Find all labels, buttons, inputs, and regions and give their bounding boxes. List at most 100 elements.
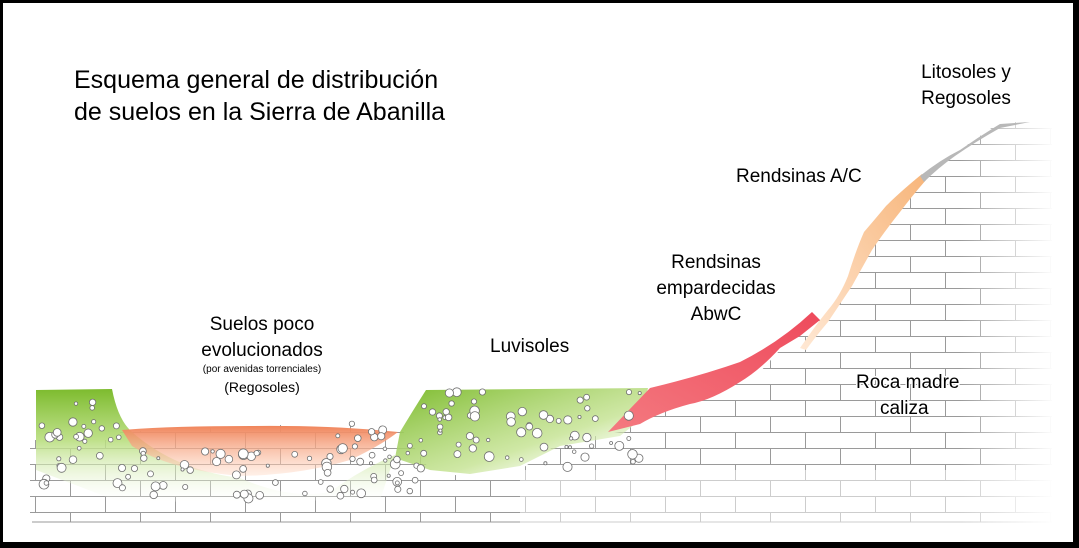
pebble [539, 442, 549, 452]
pebble [455, 441, 462, 448]
pebble [577, 414, 582, 419]
pebble [73, 433, 79, 440]
diagram-title: Esquema general de distribución de suelo… [74, 66, 445, 126]
label-litosoles-line-1: Litosoles y [921, 62, 1011, 83]
pebble [418, 438, 423, 443]
pebble [437, 417, 442, 422]
pebble [107, 437, 114, 443]
pebble [326, 485, 334, 493]
pebble [469, 411, 480, 422]
pebble [582, 432, 592, 443]
pebble [368, 461, 373, 466]
pebble [421, 403, 427, 410]
pebble [265, 463, 270, 468]
pebble [478, 388, 486, 396]
pebble [306, 455, 313, 461]
pebble [609, 441, 613, 445]
pebble [543, 461, 548, 466]
pebble [370, 476, 378, 484]
pebble [68, 455, 78, 464]
label-suelos-note: (por avenidas torrenciales) [203, 364, 321, 375]
pebble [506, 417, 516, 427]
label-rendsinas-ac: Rendsinas A/C [736, 166, 862, 187]
pebble [158, 481, 168, 490]
red-soil-rendsinas-empardecidas [608, 312, 820, 432]
pebble [201, 447, 210, 456]
pebble [394, 480, 400, 486]
pebble [91, 419, 97, 425]
pebble [83, 428, 93, 438]
label-luvisoles: Luvisoles [490, 336, 569, 357]
pebble [356, 488, 367, 499]
pebble [630, 459, 636, 465]
pebble [583, 393, 590, 401]
pebble [98, 425, 105, 432]
pebble [350, 489, 356, 495]
pebble [564, 444, 569, 449]
pebble [68, 417, 78, 427]
pebble [627, 449, 638, 460]
pebble [76, 445, 82, 451]
pebble [468, 444, 477, 453]
peach-soil-rendsinas-ac [800, 174, 926, 350]
pebble [398, 470, 405, 477]
pebble [382, 446, 388, 451]
label-suelos-line-1: Suelos poco [210, 314, 315, 335]
label-litosoles-line-2: Regosoles [921, 88, 1011, 109]
pebble [38, 422, 46, 429]
pebble [517, 406, 527, 417]
pebble [232, 490, 241, 499]
label-roca-madre-caliza: Roca madre caliza [855, 371, 962, 421]
pebble [555, 417, 562, 424]
pebble [96, 451, 104, 460]
label-rendsinas-emp-line-3: AbwC [691, 304, 742, 325]
pebble [591, 415, 599, 422]
pebble [56, 462, 67, 473]
pebble [563, 415, 573, 425]
pebble [505, 455, 510, 460]
pebble [387, 454, 392, 459]
label-litosoles-regosoles: Litosoles y Regosoles [921, 62, 1011, 109]
pebble [584, 405, 591, 412]
pebble [516, 427, 527, 438]
pebble [453, 450, 462, 459]
label-rendsinas-empardecidas: Rendsinas empardecidas AbwC [656, 252, 775, 325]
pebble [89, 398, 97, 406]
pebble [89, 405, 95, 411]
pebble [255, 490, 265, 500]
pebble [186, 466, 194, 474]
pebble [572, 449, 577, 454]
pebble [448, 400, 455, 407]
pebble [407, 442, 413, 449]
pebble [149, 490, 158, 500]
label-suelos-sub: (Regosoles) [224, 379, 299, 395]
pebble [212, 457, 222, 467]
pebble [317, 479, 324, 485]
pebble [231, 470, 241, 480]
pebble [538, 410, 549, 420]
pebble [368, 451, 376, 459]
pebble [82, 438, 88, 444]
pebble [568, 436, 574, 441]
pebble [56, 456, 62, 462]
pebble [52, 428, 62, 437]
pebble [465, 432, 474, 441]
pebbles [38, 387, 644, 504]
pebble [562, 461, 573, 472]
pebble [125, 473, 132, 480]
pebble [394, 485, 402, 493]
pebble [118, 463, 127, 472]
title-line-2: de suelos en la Sierra de Abanilla [74, 98, 445, 126]
pebble [215, 448, 226, 459]
pebble [405, 450, 410, 456]
pebble [356, 457, 365, 466]
pebble [130, 464, 138, 472]
pebble [532, 428, 543, 439]
pebble [545, 414, 555, 423]
pebble [470, 398, 477, 405]
pebble [73, 401, 79, 406]
pebble [349, 455, 356, 462]
pebble [386, 473, 391, 478]
